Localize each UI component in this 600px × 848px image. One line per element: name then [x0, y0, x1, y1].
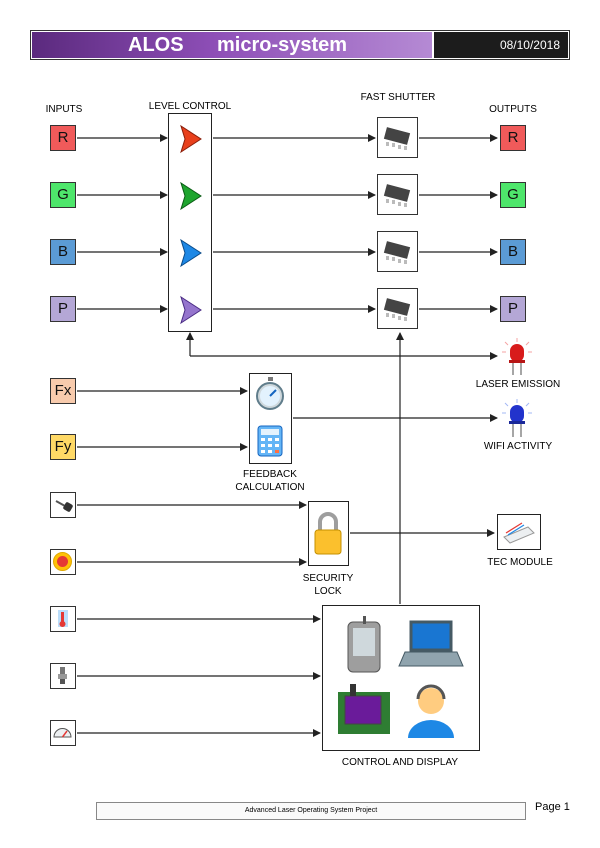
operator-headset-icon — [408, 684, 454, 738]
level-control-label: LEVEL CONTROL — [148, 101, 232, 112]
feedback-label-2: CALCULATION — [235, 482, 305, 493]
shutter-r — [377, 117, 418, 158]
red-led-icon — [502, 338, 532, 375]
shutter-g — [377, 174, 418, 215]
arrow-r-icon — [180, 124, 202, 154]
control-display-label: CONTROL AND DISPLAY — [341, 757, 459, 768]
control-display-block — [322, 605, 480, 751]
chip-icon — [383, 298, 411, 321]
input-b: B — [50, 239, 76, 265]
feedback-icons — [256, 377, 284, 457]
tec-module-block — [497, 514, 541, 550]
input-g: G — [50, 182, 76, 208]
date-display: 08/10/2018 — [434, 32, 568, 58]
title-part-2: micro-system — [217, 34, 348, 56]
fast-shutter-label: FAST SHUTTER — [360, 92, 436, 103]
arrow-g-icon — [180, 181, 202, 211]
wifi-activity-label: WIFI ACTIVITY — [483, 441, 553, 452]
header-frame — [30, 30, 570, 60]
input-fy: Fy — [50, 434, 76, 460]
laser-emission-label: LASER EMISSION — [475, 379, 561, 390]
input-p: P — [50, 296, 76, 322]
padlock-icon — [314, 512, 342, 555]
circuit-board-icon — [338, 684, 390, 734]
outputs-label: OUTPUTS — [489, 104, 537, 115]
calculator-icon — [257, 425, 283, 457]
key-input — [50, 492, 76, 518]
toggle-switch-icon — [58, 667, 67, 684]
output-p: P — [500, 296, 526, 322]
arrow-b-icon — [180, 238, 202, 268]
shutter-b — [377, 231, 418, 272]
output-b: B — [500, 239, 526, 265]
page-number: Page 1 — [535, 801, 570, 813]
temperature-input — [50, 606, 76, 632]
inputs-label: INPUTS — [45, 104, 83, 115]
input-r: R — [50, 125, 76, 151]
chip-icon — [383, 127, 411, 150]
security-block — [308, 501, 349, 566]
chip-icon — [383, 184, 411, 207]
control-display-icons — [338, 616, 464, 738]
level-arrows — [180, 124, 202, 325]
input-fx: Fx — [50, 378, 76, 404]
tec-module-label: TEC MODULE — [487, 557, 553, 568]
blue-led-icon — [502, 399, 532, 437]
thermometer-icon — [58, 610, 68, 627]
page-title: ALOS micro-system — [32, 32, 432, 58]
security-label-1: SECURITY — [302, 573, 354, 584]
title-part-1: ALOS — [128, 34, 184, 56]
chip-icon — [383, 241, 411, 264]
gauge-input — [50, 720, 76, 746]
footer-project: Advanced Laser Operating System Project — [96, 802, 526, 820]
emergency-stop-input — [50, 549, 76, 575]
stopwatch-icon — [256, 377, 284, 410]
output-g: G — [500, 182, 526, 208]
gauge-icon — [53, 728, 72, 738]
security-label-2: LOCK — [314, 586, 342, 597]
tec-icon — [503, 522, 535, 544]
feedback-label-1: FEEDBACK — [243, 469, 297, 480]
feedback-block — [249, 373, 292, 464]
output-r: R — [500, 125, 526, 151]
key-icon — [55, 500, 73, 512]
laptop-icon — [398, 620, 464, 667]
arrow-p-icon — [180, 295, 202, 325]
smartphone-icon — [347, 616, 381, 673]
shutter-p — [377, 288, 418, 329]
level-control-block — [168, 113, 212, 332]
switch-input — [50, 663, 76, 689]
emergency-stop-icon — [53, 552, 72, 571]
